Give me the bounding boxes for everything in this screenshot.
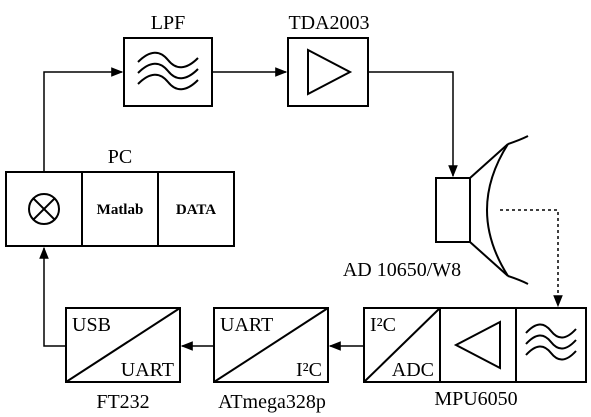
ft232-uart-label: UART [121, 359, 174, 381]
triangle-amplifier-icon [307, 48, 353, 96]
amp-to-speaker-arrow [368, 71, 458, 178]
mpu-adc-label: ADC [392, 359, 434, 381]
mpu-i2c-label: I²C [370, 314, 396, 336]
ft232-block: USB UART [65, 307, 181, 383]
pc-label: PC [108, 146, 132, 168]
lpf-block [123, 37, 213, 107]
connections [39, 67, 563, 351]
lpf-label: LPF [151, 12, 185, 34]
amplifier-label: TDA2003 [288, 12, 369, 34]
ft232-usb-label: USB [72, 314, 111, 336]
speaker-label: AD 10650/W8 [343, 259, 461, 281]
ft232-label: FT232 [96, 391, 149, 413]
pc-matlab-label: Matlab [97, 202, 144, 218]
pc-to-lpf-arrow [43, 67, 124, 172]
atmega-label: ATmega328p [218, 391, 326, 413]
loudspeaker-icon [435, 135, 529, 285]
wave-filter-icon [137, 51, 199, 91]
atmega-uart-label: UART [220, 314, 273, 336]
pc-data-label: DATA [176, 202, 216, 218]
wave-filter-icon [525, 323, 577, 361]
circle-cross-icon [28, 193, 60, 225]
pc-block: Matlab DATA [5, 171, 235, 247]
triangle-amplifier-icon [453, 320, 501, 370]
mpu-block: I²C ADC [363, 307, 587, 383]
speaker-to-mpu-arrow [500, 209, 563, 308]
ft232-to-pc-arrow [39, 246, 66, 347]
atmega-block: UART I²C [213, 307, 329, 383]
amplifier-block [287, 37, 369, 107]
atmega-i2c-label: I²C [296, 359, 322, 381]
mpu-label: MPU6050 [434, 388, 517, 410]
